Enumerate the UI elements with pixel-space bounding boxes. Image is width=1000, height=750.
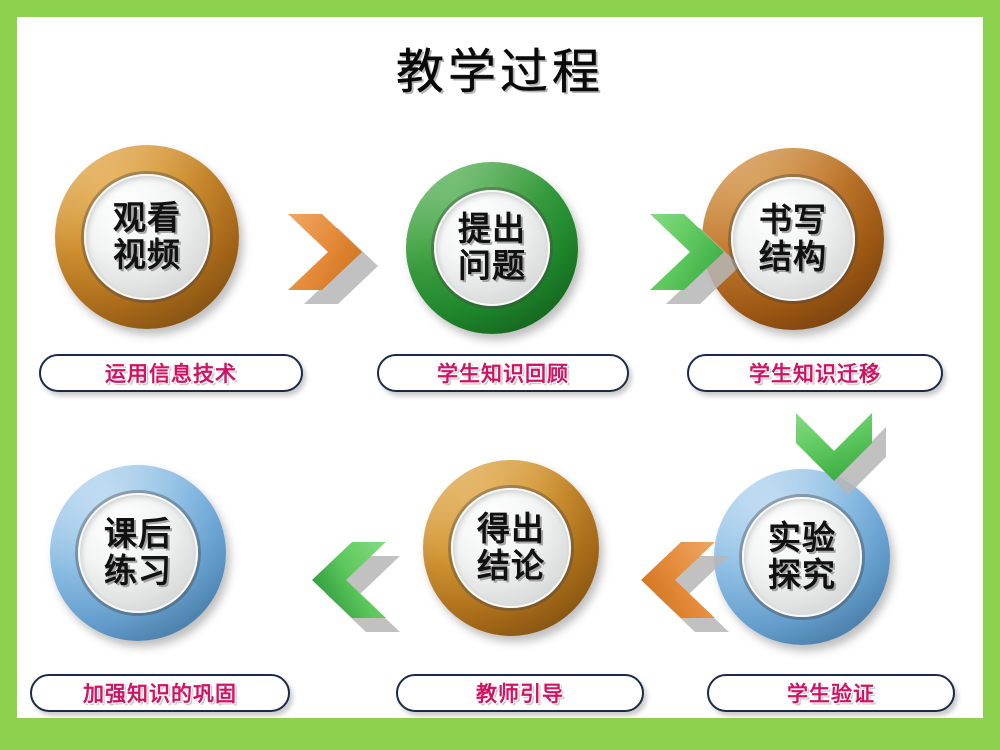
caption-write-structure[interactable]: 学生知识迁移 xyxy=(687,354,943,392)
node-inner-disc: 课后 练习 xyxy=(78,493,198,613)
node-inner-disc: 观看 视频 xyxy=(84,174,210,300)
node-write-structure[interactable]: 书写 结构 xyxy=(702,148,884,330)
caption-raise-questions[interactable]: 学生知识回顾 xyxy=(377,354,629,392)
node-label: 书写 结构 xyxy=(758,200,827,276)
node-inner-disc: 书写 结构 xyxy=(731,177,855,301)
chevron-right-icon xyxy=(288,214,378,304)
caption-label: 加强知识的巩固 xyxy=(83,682,237,706)
node-inner-disc: 提出 问题 xyxy=(433,189,551,307)
slide-canvas: 教学过程 观看 视频 提出 问题 书写 结构 xyxy=(17,17,983,718)
caption-label: 学生知识迁移 xyxy=(749,362,881,386)
chevron-down-icon xyxy=(796,413,886,495)
arrow-structure-to-experiment xyxy=(772,399,892,509)
node-label: 观看 视频 xyxy=(112,198,181,274)
node-experiment-inquiry[interactable]: 实验 探究 xyxy=(714,469,890,645)
caption-label: 教师引导 xyxy=(476,682,564,706)
node-after-class-practice[interactable]: 课后 练习 xyxy=(50,465,226,641)
node-ring: 提出 问题 xyxy=(406,162,578,334)
arrow-conclusions-to-practice xyxy=(300,530,420,640)
caption-draw-conclusions[interactable]: 教师引导 xyxy=(396,674,644,712)
node-ring: 得出 结论 xyxy=(423,460,599,636)
node-ring: 观看 视频 xyxy=(55,145,239,329)
node-inner-disc: 实验 探究 xyxy=(742,497,862,617)
arrow-questions-to-structure xyxy=(640,204,750,304)
chevron-right-icon xyxy=(650,214,740,304)
node-watch-video[interactable]: 观看 视频 xyxy=(55,145,239,329)
node-label: 得出 结论 xyxy=(476,509,545,585)
node-label: 实验 探究 xyxy=(767,518,836,594)
node-ring: 书写 结构 xyxy=(702,148,884,330)
node-ring: 课后 练习 xyxy=(50,465,226,641)
caption-label: 运用信息技术 xyxy=(105,362,237,386)
caption-label: 学生验证 xyxy=(787,682,875,706)
chevron-left-icon xyxy=(641,542,729,632)
page-title: 教学过程 xyxy=(395,44,604,100)
node-inner-disc: 得出 结论 xyxy=(451,488,571,608)
caption-experiment-inquiry[interactable]: 学生验证 xyxy=(707,674,955,712)
node-raise-questions[interactable]: 提出 问题 xyxy=(406,162,578,334)
chevron-left-icon xyxy=(312,542,400,632)
caption-watch-video[interactable]: 运用信息技术 xyxy=(39,354,303,392)
node-label: 课后 练习 xyxy=(103,514,172,590)
arrow-experiment-to-conclusions xyxy=(629,530,749,640)
node-label: 提出 问题 xyxy=(457,209,526,285)
arrow-watch-to-questions xyxy=(278,204,388,304)
caption-after-class-practice[interactable]: 加强知识的巩固 xyxy=(30,674,290,712)
node-ring: 实验 探究 xyxy=(714,469,890,645)
node-draw-conclusions[interactable]: 得出 结论 xyxy=(423,460,599,636)
caption-label: 学生知识回顾 xyxy=(437,362,569,386)
